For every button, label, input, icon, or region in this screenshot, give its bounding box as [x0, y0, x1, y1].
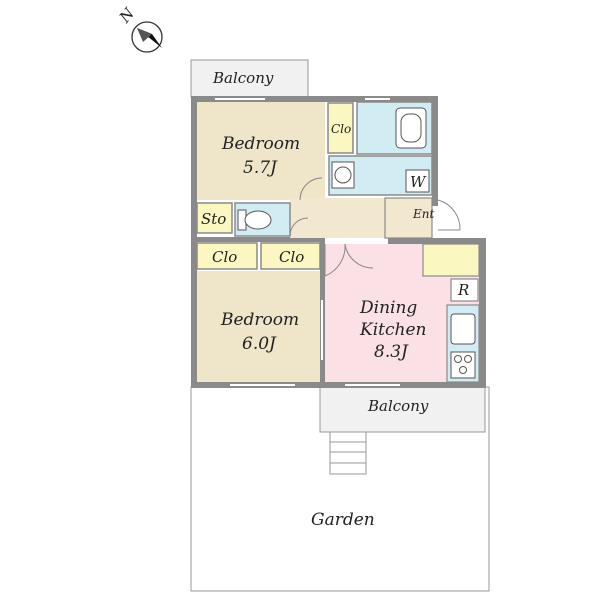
bedroom-1-size: 5.7J	[243, 158, 278, 178]
bedroom-1	[197, 102, 325, 200]
closet-top	[327, 102, 354, 154]
stove-icon	[450, 351, 476, 379]
closet-left	[196, 242, 258, 270]
windows	[215, 98, 400, 386]
kitchen-sink-icon	[450, 313, 476, 345]
dining-kitchen-label-1: Dining	[359, 298, 417, 318]
closet-right-label: Clo	[279, 248, 304, 266]
closet-top-label: Clo	[331, 122, 351, 136]
bedroom-2-size: 6.0J	[242, 334, 277, 354]
storage-label: Sto	[201, 210, 226, 228]
fridge	[450, 278, 479, 302]
bedroom-1-label: Bedroom	[221, 134, 300, 154]
entrance	[384, 197, 433, 239]
balcony-top	[190, 59, 309, 98]
closet-left-label: Clo	[212, 248, 237, 266]
compass: N	[115, 4, 163, 53]
kitchen-counter-top	[422, 243, 480, 277]
dining-kitchen-label-2: Kitchen	[359, 320, 426, 340]
entrance-door-swing	[437, 199, 461, 231]
balcony-top-label: Balcony	[212, 69, 274, 87]
north-arrow-tail-icon	[137, 28, 152, 42]
bedroom-2	[197, 271, 320, 382]
closet-right	[260, 242, 321, 270]
dining-kitchen-size: 8.3J	[374, 342, 409, 362]
toilet-icon	[244, 210, 272, 230]
north-label: N	[115, 4, 138, 27]
washing-machine-icon	[405, 169, 430, 193]
balcony-bottom-label: Balcony	[367, 397, 429, 415]
washer-label: W	[410, 173, 427, 191]
garden-label: Garden	[311, 510, 375, 530]
balcony-bottom	[319, 385, 486, 433]
bedroom-2-label: Bedroom	[220, 310, 299, 330]
fridge-label: R	[457, 281, 469, 299]
storage	[196, 202, 233, 234]
garden-steps	[329, 431, 367, 475]
door-swings	[289, 177, 374, 277]
entrance-label: Ent	[412, 207, 434, 221]
